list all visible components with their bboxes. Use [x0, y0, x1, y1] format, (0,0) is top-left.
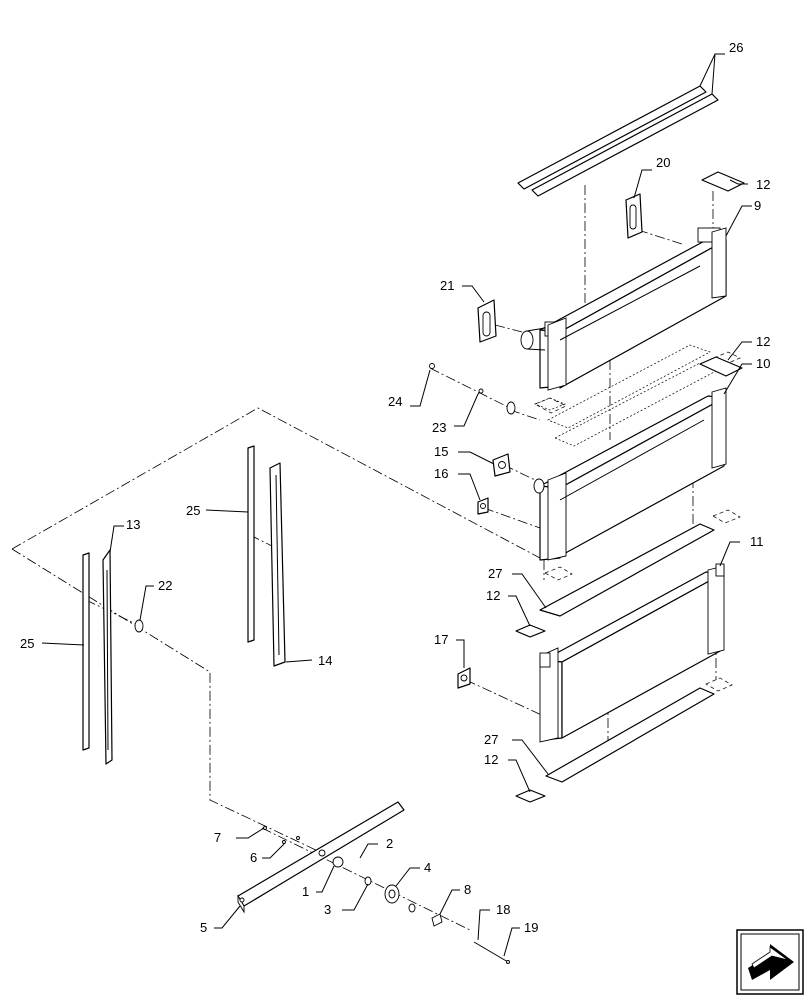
arrow-box-icon[interactable] [736, 929, 804, 995]
part-25-strip-left [82, 552, 90, 751]
callout-27: 27 [484, 732, 498, 747]
callout-13: 13 [126, 517, 140, 532]
callout-17: 17 [434, 632, 448, 647]
callout-18: 18 [496, 902, 510, 917]
callout-5: 5 [200, 920, 207, 935]
callout-2: 2 [386, 836, 393, 851]
callout-27: 27 [488, 566, 502, 581]
fasteners [263, 826, 510, 964]
callout-4: 4 [424, 860, 431, 875]
part-23-bolt [477, 388, 484, 395]
leader-lines [41, 53, 752, 957]
part-15-grommet [492, 453, 511, 477]
callout-20: 20 [656, 155, 670, 170]
callout-6: 6 [250, 850, 257, 865]
phantom-outlines [534, 344, 741, 692]
callout-1: 1 [302, 884, 309, 899]
part-5-bracket [237, 801, 405, 914]
callout-14: 14 [318, 653, 332, 668]
callout-9: 9 [754, 198, 761, 213]
callout-25: 25 [186, 503, 200, 518]
callout-22: 22 [158, 578, 172, 593]
callout-12: 12 [484, 752, 498, 767]
callout-12: 12 [486, 588, 500, 603]
callout-3: 3 [324, 902, 331, 917]
callout-16: 16 [434, 466, 448, 481]
callout-8: 8 [464, 882, 471, 897]
part-24-bolt [429, 363, 435, 369]
part-11-cooler [539, 563, 725, 743]
part-26-seal-strips [517, 85, 719, 197]
part-12-pads [515, 171, 745, 803]
part-22-washer [134, 619, 144, 633]
callout-12: 12 [756, 334, 770, 349]
part-17-clip [457, 667, 471, 689]
part-21-bracket [477, 299, 497, 343]
part-16-clip [477, 497, 489, 515]
callout-labels: 26 20 12 9 21 12 10 24 23 15 16 11 27 12… [20, 40, 770, 935]
callout-19: 19 [524, 920, 538, 935]
callout-23: 23 [432, 420, 446, 435]
callout-26: 26 [729, 40, 743, 55]
callout-21: 21 [440, 278, 454, 293]
callout-10: 10 [756, 356, 770, 371]
part-13-strip [102, 549, 113, 765]
part-25-strip-right [247, 445, 255, 643]
callout-7: 7 [214, 830, 221, 845]
part-27-plates [539, 523, 715, 783]
part-14-strip [269, 462, 286, 667]
callout-12: 12 [756, 177, 770, 192]
part-10-cooler [533, 387, 727, 561]
callout-15: 15 [434, 444, 448, 459]
washer-near-10 [506, 401, 516, 415]
callout-11: 11 [750, 534, 764, 549]
part-20-bracket [625, 193, 643, 239]
callout-24: 24 [388, 394, 402, 409]
part-9-cooler [520, 227, 727, 391]
callout-25: 25 [20, 636, 34, 651]
